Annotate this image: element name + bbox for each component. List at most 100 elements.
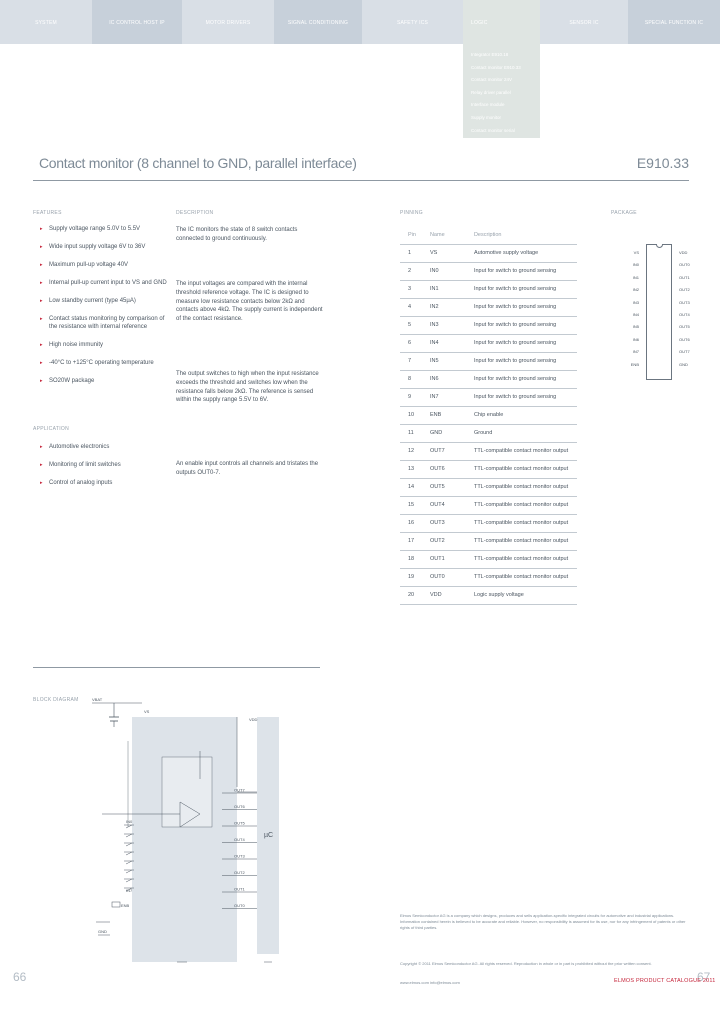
list-item: SO20W package <box>40 378 170 386</box>
label-vs: VS <box>144 709 150 714</box>
package-pin-label: OUT0 <box>679 262 690 268</box>
package-pin-label: OUT5 <box>679 324 690 330</box>
nav-item-signal-conditioning[interactable]: SIGNAL CONDITIONING <box>274 0 362 44</box>
nav-item-motor-drivers[interactable]: MOTOR DRIVERS <box>205 20 251 26</box>
list-item: -40°C to +125°C operating temperature <box>40 360 170 368</box>
nav-item-sensor[interactable]: SENSOR IC <box>569 20 599 26</box>
nav-sub-item-active[interactable]: Contact monitor E910.33 <box>471 64 521 70</box>
list-item: Internal pull-up current input to VS and… <box>40 280 170 288</box>
page-title: Contact monitor (8 channel to GND, paral… <box>39 155 357 171</box>
description-paragraph: The input voltages are compared with the… <box>176 281 323 323</box>
ic-body <box>132 717 237 962</box>
pin-description: TTL-compatible contact monitor output <box>465 532 577 551</box>
pin-name: IN3 <box>415 316 466 335</box>
pin-number: 19 <box>400 568 416 587</box>
column-header: Description <box>465 226 577 245</box>
package-pin-label: IN3 <box>632 299 639 305</box>
page-number-left: 66 <box>13 970 27 984</box>
nav-item-ic-control[interactable]: IC CONTROL HOST IP <box>92 0 182 44</box>
pin-description: Ground <box>465 424 577 443</box>
nav-sub-item[interactable]: Integrator E910.18 <box>471 52 509 57</box>
pin-name: IN2 <box>415 298 466 317</box>
pin-description: TTL-compatible contact monitor output <box>465 496 577 515</box>
package-pin-label: GND <box>679 361 688 367</box>
nav-item-special-function[interactable]: SPECIAL FUNCTION IC <box>628 0 720 44</box>
pin-number: 11 <box>400 424 416 443</box>
pin-number: 20 <box>400 586 416 605</box>
block-diagram-heading: BLOCK DIAGRAM <box>33 697 79 703</box>
pin-number: 4 <box>400 298 416 317</box>
mcu-body <box>257 717 279 954</box>
nav-item-logic[interactable]: LOGIC <box>463 0 540 44</box>
package-notch <box>656 244 663 248</box>
list-item: High noise immunity <box>40 342 170 350</box>
pin-number: 7 <box>400 352 416 371</box>
pin-number: 9 <box>400 388 416 407</box>
pin-number: 18 <box>400 550 416 569</box>
nav-sub-item[interactable]: Contact monitor 24V <box>471 77 513 83</box>
pin-number: 14 <box>400 478 416 497</box>
output-label: OUT4 <box>234 837 245 842</box>
switch-lever <box>125 878 133 883</box>
pin-description: TTL-compatible contact monitor output <box>465 550 577 569</box>
nav-item-system[interactable]: SYSTEM <box>35 20 57 26</box>
pin-description: Input for switch to ground sensing <box>465 334 577 353</box>
pin-name: VDD <box>415 586 466 605</box>
pin-name: OUT1 <box>415 550 466 569</box>
pin-name: VS <box>415 244 466 263</box>
pin-description: TTL-compatible contact monitor output <box>465 460 577 479</box>
pin-name: ENB <box>415 406 466 425</box>
package-pin-label: ENB <box>630 361 639 367</box>
nav-item-safety[interactable]: SAFETY ICS <box>396 20 429 26</box>
switch-lever <box>125 860 133 865</box>
nav-submenu: Integrator E910.18 Contact monitor E910.… <box>463 44 540 138</box>
label-in7: IN7 <box>126 888 133 893</box>
nav-sub-item[interactable]: Supply monitor <box>471 114 502 120</box>
pin-description: Chip enable <box>465 406 577 425</box>
package-pin-label: OUT7 <box>679 349 690 355</box>
description-paragraph: The output switches to high when the inp… <box>176 371 319 404</box>
pin-name: GND <box>415 424 466 443</box>
pin-description: TTL-compatible contact monitor output <box>465 442 577 461</box>
column-header: Pin <box>400 226 416 245</box>
divider <box>33 667 320 668</box>
page-number-right: 67 <box>697 970 711 984</box>
switch-lever <box>125 833 133 838</box>
pin-name: OUT4 <box>415 496 466 515</box>
label-vdd: VDD <box>249 717 258 722</box>
switch-lever <box>125 842 133 847</box>
package-pin-label: IN2 <box>632 287 639 293</box>
pin-description: Logic supply voltage <box>465 586 577 605</box>
pinning-heading: PINNING <box>400 210 423 216</box>
pin-description: TTL-compatible contact monitor output <box>465 514 577 533</box>
label-gnd: GND <box>98 929 107 934</box>
pin-name: OUT5 <box>415 478 466 497</box>
pin-description: Input for switch to ground sensing <box>465 316 577 335</box>
pin-description: TTL-compatible contact monitor output <box>465 478 577 497</box>
package-pin-label: IN5 <box>632 324 639 330</box>
nav-sub-item[interactable]: Interface module <box>471 102 505 108</box>
package-pin-label: VDD <box>679 250 688 255</box>
output-label: OUT1 <box>234 887 245 892</box>
pin-description: TTL-compatible contact monitor output <box>465 568 577 587</box>
list-item: Automotive electronics <box>40 444 170 452</box>
application-list: Automotive electronics Monitoring of lim… <box>40 444 170 498</box>
nav-sub-item[interactable]: Relay driver parallel <box>471 89 511 95</box>
package-pin-label: IN6 <box>632 336 639 342</box>
pin-description: Input for switch to ground sensing <box>465 388 577 407</box>
contact-text: www.elmos.com info@elmos.com <box>400 980 460 985</box>
nav-sub-item[interactable]: Contact monitor serial <box>471 127 515 133</box>
pin-number: 10 <box>400 406 416 425</box>
pin-description: Input for switch to ground sensing <box>465 352 577 371</box>
pin-number: 8 <box>400 370 416 389</box>
output-label: OUT3 <box>234 854 245 859</box>
